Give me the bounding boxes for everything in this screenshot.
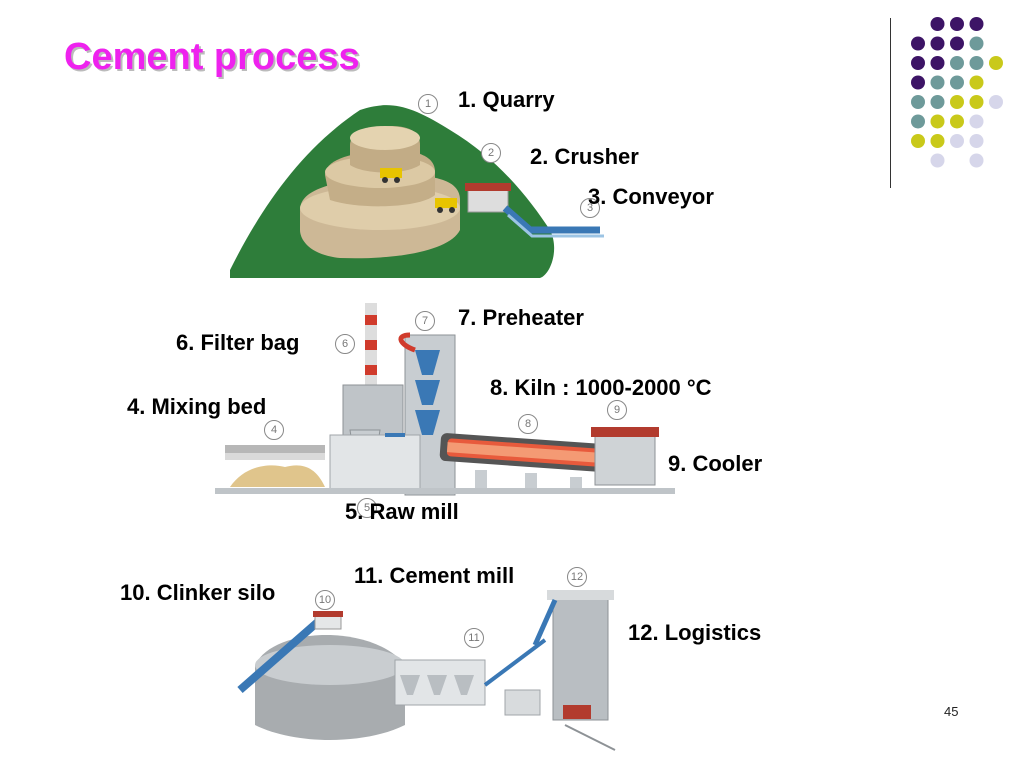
label-kiln: 8. Kiln : 1000-2000 °C bbox=[490, 375, 712, 400]
page-number: 45 bbox=[944, 704, 959, 719]
label-conveyor: 3. Conveyor bbox=[588, 184, 714, 209]
decor-dot bbox=[950, 56, 964, 70]
decor-dot bbox=[911, 75, 925, 90]
decor-dot bbox=[930, 17, 945, 31]
label-cement-mill: 11. Cement mill bbox=[354, 563, 515, 588]
badge-quarry: 1 bbox=[418, 94, 438, 114]
decor-dot bbox=[930, 114, 945, 129]
badge-raw-mill: 5 bbox=[357, 498, 377, 518]
decor-dot bbox=[950, 114, 964, 129]
label-crusher: 2. Crusher bbox=[530, 144, 639, 169]
decor-dot bbox=[930, 36, 945, 51]
quarry-illustration bbox=[230, 105, 604, 279]
badge-cement-mill: 11 bbox=[464, 628, 484, 648]
label-preheater: 7. Preheater bbox=[458, 305, 584, 330]
label-clinker-silo: 10. Clinker silo bbox=[120, 580, 276, 605]
badge-crusher: 2 bbox=[481, 143, 501, 163]
decor-dot bbox=[930, 95, 945, 109]
decor-dot bbox=[930, 75, 945, 90]
badge-conveyor: 3 bbox=[580, 198, 600, 218]
decor-dot bbox=[911, 36, 925, 51]
decor-dot bbox=[911, 114, 925, 129]
decor-dot bbox=[969, 56, 984, 70]
label-mixing-bed: 4. Mixing bed bbox=[127, 394, 267, 419]
decor-dot bbox=[969, 75, 984, 90]
decor-dot bbox=[930, 56, 945, 70]
decor-dot bbox=[989, 95, 1003, 109]
decor-dot bbox=[950, 134, 964, 148]
decor-dot bbox=[911, 95, 925, 109]
badge-kiln: 8 bbox=[518, 414, 538, 434]
decor-dot bbox=[930, 134, 945, 148]
badge-filter-bag: 6 bbox=[335, 334, 355, 354]
kiln-illustration bbox=[215, 303, 675, 496]
decor-dot bbox=[969, 17, 984, 31]
label-quarry: 1. Quarry bbox=[458, 87, 555, 112]
decor-dot bbox=[989, 56, 1003, 70]
divider-line bbox=[890, 18, 891, 188]
decor-dot bbox=[969, 134, 984, 148]
cement-mill-illustration bbox=[237, 590, 616, 751]
badge-mixing-bed: 4 bbox=[264, 420, 284, 440]
decor-dot bbox=[969, 36, 984, 51]
badge-cooler: 9 bbox=[607, 400, 627, 420]
label-logistics: 12. Logistics bbox=[628, 620, 762, 645]
decor-dot bbox=[930, 153, 945, 168]
decor-dot bbox=[969, 153, 984, 168]
decor-dot bbox=[969, 114, 984, 129]
decor-dot bbox=[950, 36, 964, 51]
decor-dot bbox=[911, 56, 925, 70]
decor-dot bbox=[969, 95, 984, 109]
decor-dot bbox=[950, 17, 964, 31]
label-raw-mill: 5. Raw mill bbox=[345, 499, 459, 524]
slide-title: Cement process bbox=[64, 36, 360, 78]
decor-dot bbox=[950, 75, 964, 90]
label-filter-bag: 6. Filter bag bbox=[176, 330, 300, 355]
decorative-dot-grid bbox=[911, 17, 1003, 168]
badge-clinker-silo: 10 bbox=[315, 590, 335, 610]
badge-preheater: 7 bbox=[415, 311, 435, 331]
decor-dot bbox=[950, 95, 964, 109]
badge-logistics: 12 bbox=[567, 567, 587, 587]
decor-dot bbox=[911, 134, 925, 148]
label-cooler: 9. Cooler bbox=[668, 451, 763, 476]
